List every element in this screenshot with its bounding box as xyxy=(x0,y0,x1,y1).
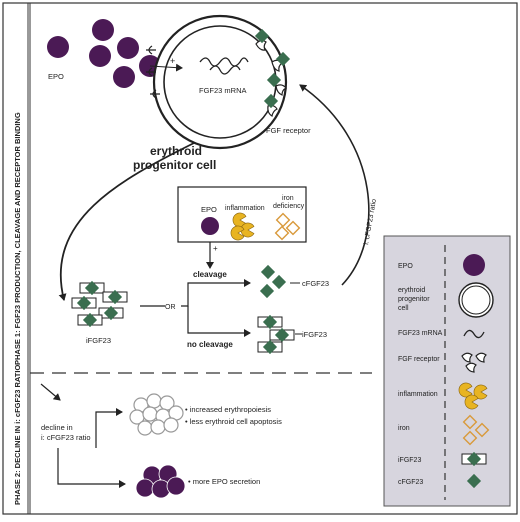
cfgf23-product xyxy=(259,264,287,299)
phase2-label: PHASE 2: DECLINE IN i: cFGF23 RATIO xyxy=(13,365,22,505)
cell-title-line1: erythroid xyxy=(150,144,202,158)
legend-receptor-icon xyxy=(461,352,487,373)
cell-plus: + xyxy=(170,56,175,66)
outer-frame xyxy=(2,2,518,515)
legend-iron-label: iron xyxy=(398,425,410,432)
effect1-line2: • less erythroid cell apoptosis xyxy=(185,417,282,426)
ratio-arrow-label: i: cFGF23 ratio xyxy=(363,198,378,245)
effect1-line1: • increased erythropoiesis xyxy=(185,405,271,414)
production-arrow xyxy=(58,142,195,301)
fgf-receptors xyxy=(255,39,287,117)
epo-receptor-icons xyxy=(146,45,160,99)
legend-cell-label-line1: erythroid xyxy=(398,287,425,294)
stimuli-epo-label: EPO xyxy=(201,205,217,214)
legend-mrna-label: FGF23 mRNA xyxy=(398,330,443,337)
ratio-arrow xyxy=(299,84,370,286)
no-cleavage-label: no cleavage xyxy=(187,340,233,349)
cell-title-line2: progenitor cell xyxy=(133,158,216,172)
mrna-icon xyxy=(199,57,249,67)
decline-label-line1: decline in xyxy=(41,423,73,432)
epo-label: EPO xyxy=(48,72,64,81)
ifgf23-product-label: iFGF23 xyxy=(302,330,327,339)
cfgf23-label: cFGF23 xyxy=(302,279,329,288)
epo-molecules xyxy=(47,19,161,88)
legend-epo-label: EPO xyxy=(398,263,413,270)
ifgf23-cluster xyxy=(71,280,128,328)
stimuli-plus: + xyxy=(213,244,218,253)
legend-epo-icon xyxy=(463,254,485,276)
legend-cell-label-line2: progenitor xyxy=(398,296,430,303)
legend-ifgf23-label: iFGF23 xyxy=(398,457,421,464)
legend: EPO erythroid progenitor cell FGF23 mRNA… xyxy=(383,235,511,507)
legend-ifgf23-icon xyxy=(461,451,487,467)
legend-inflammation-label: inflammation xyxy=(398,391,438,398)
legend-cfgf23-label: cFGF23 xyxy=(398,479,423,486)
stimuli-inflammation-label: inflammation xyxy=(225,205,265,212)
effect2: • more EPO secretion xyxy=(188,477,260,486)
ifgf23-product xyxy=(257,314,295,355)
or-label: OR xyxy=(165,304,176,311)
stimuli-iron-label-line2: deficiency xyxy=(273,203,305,210)
fgf-receptor-label: FGF receptor xyxy=(266,126,311,135)
legend-cell-icon xyxy=(458,282,494,318)
mrna-label: FGF23 mRNA xyxy=(199,86,247,95)
erythroid-progenitor-cell xyxy=(152,14,288,150)
epo-cluster xyxy=(135,464,186,499)
cleavage-label: cleavage xyxy=(193,270,227,279)
legend-mrna-icon xyxy=(463,329,485,339)
stimuli-iron-label-line1: iron xyxy=(282,195,294,202)
phase1-label: PHASE 1: FGF23 PRODUCTION, CLEAVAGE AND … xyxy=(13,112,22,365)
decline-label-line2: i: cFGF23 ratio xyxy=(41,433,91,442)
legend-cell-label-line3: cell xyxy=(398,305,409,312)
erythroid-cell-cluster xyxy=(129,393,184,436)
legend-receptor-label: FGF receptor xyxy=(398,356,440,363)
stimuli-epo-icon xyxy=(201,217,219,235)
ifgf23-cluster-label: iFGF23 xyxy=(86,336,111,345)
